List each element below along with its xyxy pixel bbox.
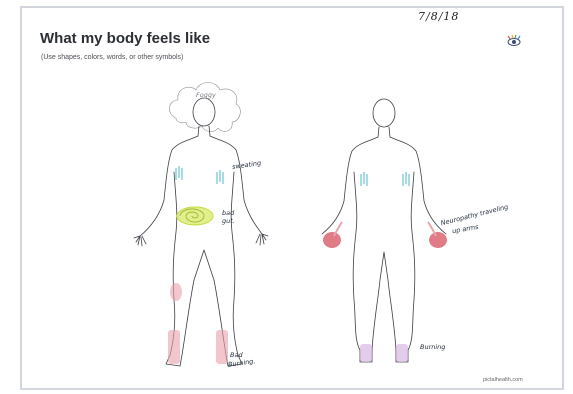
back-sweat-marks	[361, 172, 409, 186]
fog-cloud-icon	[169, 83, 240, 132]
annotation-bad-gut-line2: gut.	[222, 218, 235, 225]
annotation-back-burning: Burning	[420, 344, 445, 351]
eye-logo-icon	[508, 35, 520, 46]
annotation-bad-burning-line1: Bad	[230, 352, 243, 359]
annotation-bad-gut-line1: bad	[222, 210, 234, 217]
annotation-foggy: Foggy	[196, 92, 216, 99]
neuropathy-hand-marks	[323, 222, 447, 248]
gut-spiral-icon	[177, 207, 213, 225]
front-burning-marks	[168, 283, 228, 364]
back-burning-marks	[360, 344, 408, 362]
back-body-figure	[322, 99, 446, 362]
front-sweat-marks	[176, 166, 223, 184]
